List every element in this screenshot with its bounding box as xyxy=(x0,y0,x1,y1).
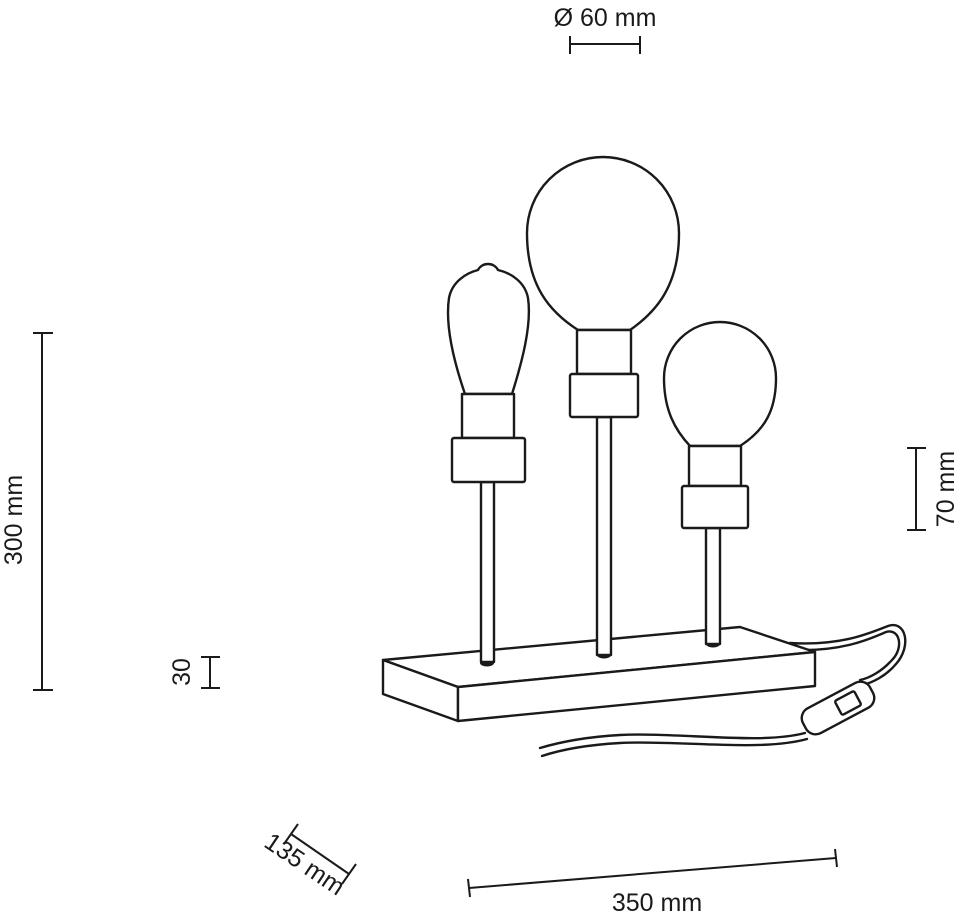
power-cable xyxy=(538,623,907,758)
base-height-label: 30 xyxy=(168,658,196,686)
width-dimension: 350 mm xyxy=(467,848,838,917)
edison-bulb xyxy=(446,262,531,396)
bulb-diameter-dimension: Ø 60 mm xyxy=(554,4,657,54)
globe-bulb-small xyxy=(662,320,778,448)
depth-dimension: 135 mm xyxy=(259,823,357,901)
total-height-dimension: 300 mm xyxy=(0,332,53,691)
lamp-rods xyxy=(479,415,722,664)
globe-bulb-large xyxy=(525,155,681,332)
right-lamp xyxy=(662,320,778,530)
base-height-dimension: 30 xyxy=(168,656,220,689)
rod-middle xyxy=(595,415,613,657)
holder-height-label: 70 mm xyxy=(932,451,960,527)
width-label: 350 mm xyxy=(612,889,702,917)
holder-height-dimension: 70 mm xyxy=(907,447,960,531)
middle-lamp xyxy=(525,155,681,419)
left-bulb-neck xyxy=(460,392,516,440)
rod-left xyxy=(479,480,496,664)
right-bulb-neck xyxy=(687,444,743,488)
left-lamp xyxy=(446,262,531,484)
total-height-label: 300 mm xyxy=(0,475,28,565)
right-socket xyxy=(680,484,750,530)
left-socket xyxy=(450,436,527,484)
middle-socket xyxy=(568,372,640,419)
rod-right xyxy=(704,526,722,646)
cable-switch xyxy=(800,680,876,736)
bulb-diameter-label: Ø 60 mm xyxy=(554,4,657,32)
middle-bulb-neck xyxy=(575,328,633,376)
